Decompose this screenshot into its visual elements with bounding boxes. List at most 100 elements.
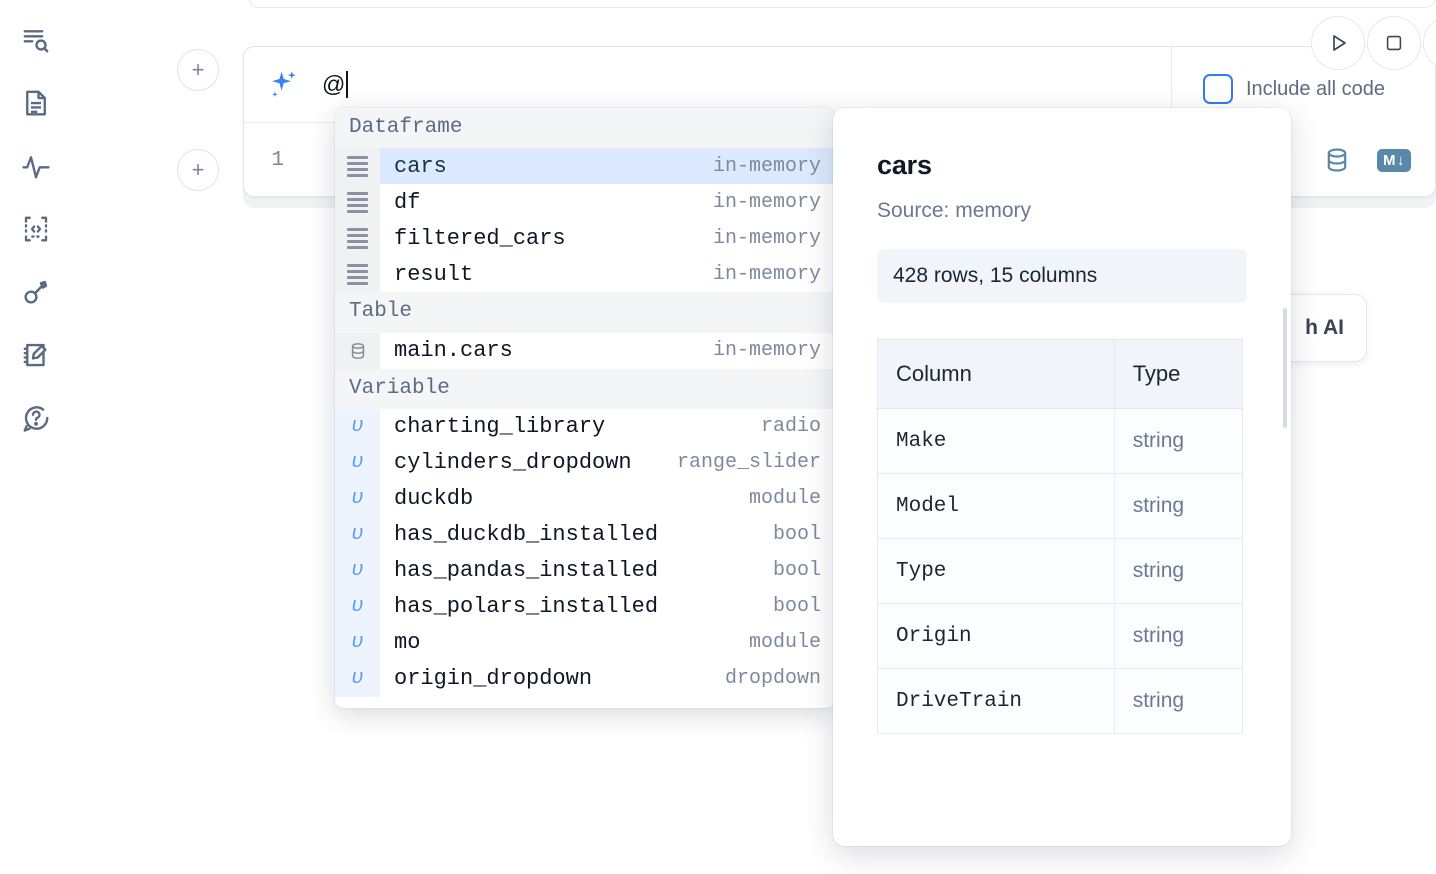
autocomplete-item[interactable]: filtered_carsin-memory [335, 220, 835, 256]
table-cell-type: string [1114, 474, 1242, 539]
autocomplete-item[interactable]: υorigin_dropdowndropdown [335, 661, 835, 697]
ai-prompt-value: @ [322, 71, 345, 98]
autocomplete-item-icon: υ [335, 517, 380, 553]
markdown-badge-letter: M [1383, 152, 1396, 169]
autocomplete-item[interactable]: υduckdbmodule [335, 481, 835, 517]
autocomplete-item[interactable]: υmomodule [335, 625, 835, 661]
autocomplete-item[interactable]: main.carsin-memory [335, 333, 835, 369]
autocomplete-item-icon: υ [335, 481, 380, 517]
dataframe-stack-icon [347, 192, 368, 213]
autocomplete-item-name: has_pandas_installed [380, 558, 773, 583]
table-body: MakestringModelstringTypestringOriginstr… [878, 409, 1243, 734]
code-brackets-icon[interactable] [14, 207, 58, 251]
variable-icon: υ [351, 559, 363, 582]
autocomplete-item-name: df [380, 190, 713, 215]
dataframe-stack-icon [347, 228, 368, 249]
table-row: Typestring [878, 539, 1243, 604]
autocomplete-item-icon: υ [335, 445, 380, 481]
cell-tools: M↓ [1323, 146, 1411, 174]
autocomplete-item-icon: υ [335, 589, 380, 625]
autocomplete-item-icon: υ [335, 625, 380, 661]
scratchpad-edit-icon[interactable] [14, 333, 58, 377]
autocomplete-item-meta: in-memory [713, 155, 835, 178]
key-icon[interactable] [14, 270, 58, 314]
stop-button[interactable] [1367, 16, 1421, 70]
autocomplete-item-name: cars [380, 154, 713, 179]
plus-icon: + [192, 159, 205, 181]
include-all-code-label: Include all code [1246, 78, 1385, 101]
table-cell-type: string [1114, 669, 1242, 734]
top-panel-edge [248, 0, 1436, 8]
autocomplete-item-name: charting_library [380, 414, 761, 439]
autocomplete-item[interactable]: carsin-memory [335, 148, 835, 184]
autocomplete-item-name: cylinders_dropdown [380, 450, 677, 475]
help-chat-icon[interactable] [14, 396, 58, 440]
autocomplete-group-label: Variable [335, 369, 835, 409]
autocomplete-item-meta: in-memory [713, 227, 835, 250]
search-outline-icon[interactable] [14, 18, 58, 62]
database-icon [348, 341, 368, 361]
autocomplete-item[interactable]: υhas_pandas_installedbool [335, 553, 835, 589]
autocomplete-item[interactable]: resultin-memory [335, 256, 835, 292]
autocomplete-item-icon [335, 333, 380, 369]
run-button[interactable] [1311, 16, 1365, 70]
autocomplete-item-meta: in-memory [713, 191, 835, 214]
table-cell-column: Type [878, 539, 1115, 604]
table-cell-column: Model [878, 474, 1115, 539]
line-number: 1 [244, 149, 298, 172]
autocomplete-item-name: has_polars_installed [380, 594, 773, 619]
table-row: Modelstring [878, 474, 1243, 539]
autocomplete-item-meta: radio [761, 415, 835, 438]
autocomplete-item-meta: module [749, 487, 835, 510]
autocomplete-item-meta: bool [773, 595, 835, 618]
autocomplete-item[interactable]: υhas_duckdb_installedbool [335, 517, 835, 553]
table-cell-column: Origin [878, 604, 1115, 669]
table-column-header: Column [878, 340, 1115, 409]
include-all-code-checkbox[interactable] [1203, 74, 1233, 104]
generate-with-ai-label: h AI [1305, 316, 1344, 340]
table-row: DriveTrainstring [878, 669, 1243, 734]
include-all-code-row[interactable]: Include all code [1203, 74, 1385, 104]
autocomplete-item-name: mo [380, 630, 749, 655]
autocomplete-item-meta: range_slider [677, 451, 835, 474]
add-cell-button-top[interactable]: + [177, 49, 219, 91]
autocomplete-item[interactable]: υ charting_libraryradio [335, 409, 835, 445]
autocomplete-item[interactable]: dfin-memory [335, 184, 835, 220]
markdown-icon[interactable]: M↓ [1377, 149, 1411, 172]
markdown-badge-arrow: ↓ [1397, 152, 1405, 169]
autocomplete-item-icon: υ [335, 661, 380, 697]
variable-icon: υ [351, 631, 363, 654]
text-caret [346, 71, 348, 98]
table-row: Makestring [878, 409, 1243, 474]
table-cell-type: string [1114, 539, 1242, 604]
autocomplete-item-name: origin_dropdown [380, 666, 725, 691]
panel-scrollbar[interactable] [1283, 308, 1287, 428]
detail-columns-table: ColumnType MakestringModelstringTypestri… [877, 339, 1243, 734]
variable-icon: υ [351, 487, 363, 510]
autocomplete-item-icon [335, 184, 380, 220]
autocomplete-item[interactable]: υ cylinders_dropdownrange_slider [335, 445, 835, 481]
autocomplete-item-icon [335, 256, 380, 292]
database-icon[interactable] [1323, 146, 1351, 174]
table-cell-column: Make [878, 409, 1115, 474]
autocomplete-dropdown[interactable]: Dataframecarsin-memorydfin-memoryfiltere… [335, 108, 835, 708]
variable-icon: υ [351, 523, 363, 546]
autocomplete-item-icon: υ [335, 553, 380, 589]
add-cell-button-bottom[interactable]: + [177, 149, 219, 191]
dataframe-stack-icon [347, 156, 368, 177]
autocomplete-item-icon [335, 148, 380, 184]
autocomplete-item-meta: bool [773, 523, 835, 546]
variable-icon: υ [351, 415, 363, 438]
autocomplete-item-meta: in-memory [713, 339, 835, 362]
table-column-header: Type [1114, 340, 1242, 409]
ai-prompt-input[interactable]: @ [322, 68, 348, 102]
autocomplete-item-name: result [380, 262, 713, 287]
variable-icon: υ [351, 451, 363, 474]
table-row: Originstring [878, 604, 1243, 669]
autocomplete-item[interactable]: υ has_polars_installedbool [335, 589, 835, 625]
file-text-icon[interactable] [14, 81, 58, 125]
variable-icon: υ [351, 595, 363, 618]
activity-pulse-icon[interactable] [14, 144, 58, 188]
detail-source: Source: memory [877, 199, 1247, 223]
